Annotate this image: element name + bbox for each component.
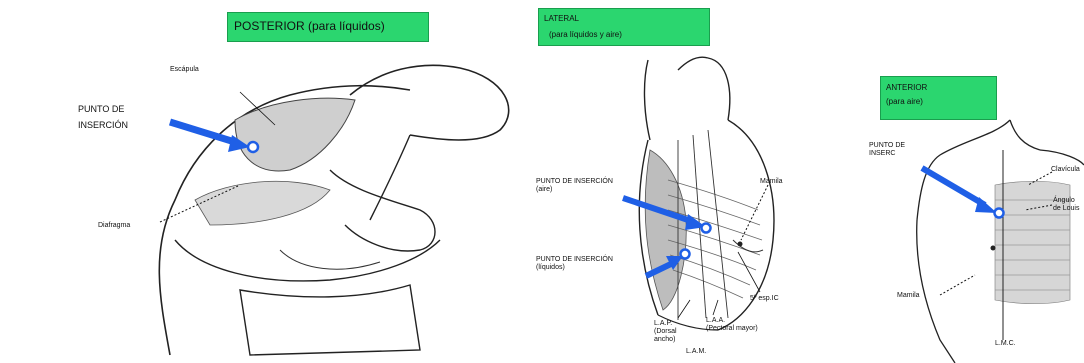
lateral-insertion-liquid-label: PUNTO DE INSERCIÓN (líquidos) bbox=[536, 256, 613, 272]
lateral-title-box: LATERAL (para líquidos y aire) bbox=[538, 8, 710, 46]
lateral-liquid-marker bbox=[681, 250, 690, 259]
posterior-title: POSTERIOR (para líquidos) bbox=[234, 19, 385, 33]
anterior-insertion-label: PUNTO DE INSERC bbox=[869, 142, 905, 158]
escapula-label: Escápula bbox=[170, 66, 199, 74]
angulo-label: Ángulo de Louis bbox=[1053, 197, 1079, 213]
posterior-panel: POSTERIOR (para líquidos) PUNTO DE INSER… bbox=[0, 0, 520, 363]
lateral-lap-label: L.A.P. (Dorsal ancho) bbox=[654, 320, 677, 344]
anterior-illustration bbox=[845, 0, 1084, 363]
lateral-panel: LATERAL (para líquidos y aire) PUNTO DE … bbox=[528, 0, 828, 363]
lateral-fifth-ic-label: 5º esp.IC bbox=[750, 295, 779, 303]
lateral-insertion-air-label: PUNTO DE INSERCIÓN (aire) bbox=[536, 178, 613, 194]
posterior-insertion-label: PUNTO DE INSERCIÓN bbox=[78, 104, 128, 131]
lmc-label: L.M.C. bbox=[995, 340, 1016, 348]
anterior-mamila-label: Mamila bbox=[897, 292, 920, 300]
lateral-air-marker bbox=[702, 224, 711, 233]
lateral-lam-label: L.A.M. bbox=[686, 348, 706, 356]
posterior-illustration bbox=[0, 0, 520, 363]
posterior-arrow bbox=[170, 122, 238, 143]
clavicula-label: Clavícula bbox=[1051, 166, 1080, 174]
posterior-insertion-marker bbox=[248, 142, 258, 152]
anterior-insertion-marker bbox=[995, 209, 1004, 218]
diafragma-label: Diafragma bbox=[98, 222, 130, 230]
lateral-mamila-label: Mamila bbox=[760, 178, 783, 186]
lateral-laa-label: L.A.A. (Pectoral mayor) bbox=[706, 317, 758, 333]
anterior-title-box: ANTERIOR (para aire) bbox=[880, 76, 997, 120]
posterior-title-box: POSTERIOR (para líquidos) bbox=[227, 12, 429, 42]
anterior-panel: ANTERIOR (para aire) PUNTO DE INSERC Cla… bbox=[845, 0, 1084, 363]
anterior-arrow bbox=[922, 168, 985, 205]
